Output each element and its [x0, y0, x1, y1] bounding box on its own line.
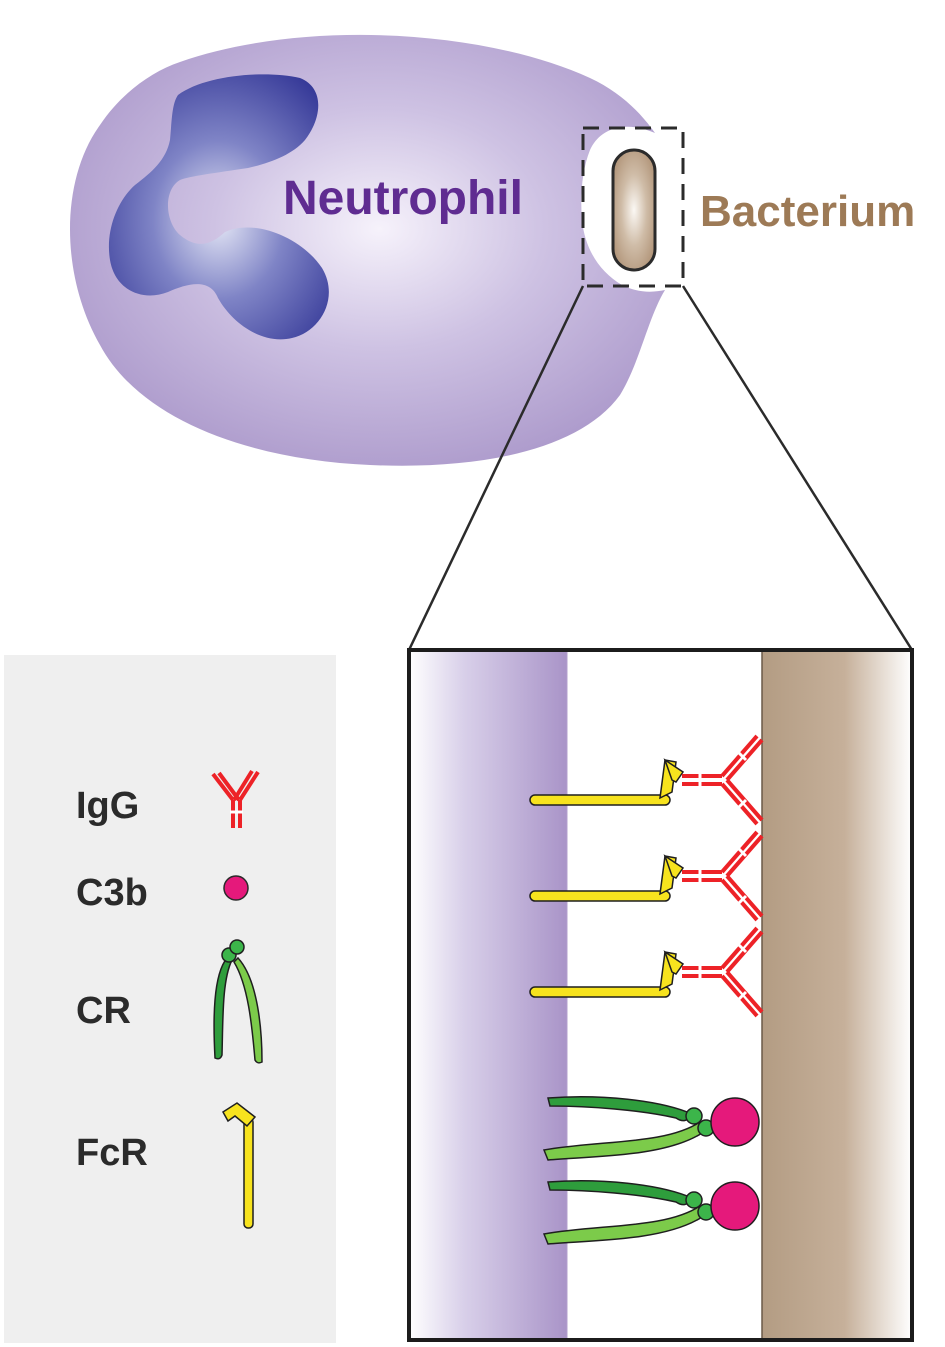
neutrophil-label: Neutrophil — [283, 172, 523, 225]
fcr-stalk — [529, 986, 671, 998]
fcr-stalk — [529, 794, 671, 806]
fcr-head-tip — [663, 758, 685, 783]
cr-joint — [685, 1191, 703, 1209]
fcr-igg-complexes — [529, 734, 764, 1018]
bacterium-surface — [762, 650, 912, 1340]
fcr-head-tip — [663, 950, 685, 975]
igg-antibody — [682, 830, 764, 922]
legend-label-c3b: C3b — [76, 872, 148, 914]
cr-arm-upper — [547, 1096, 694, 1122]
fcr-igg-complex — [529, 830, 764, 922]
cr-c3b-complex — [542, 1096, 760, 1161]
zoom-line-left — [407, 285, 585, 651]
fcr-head-tip — [663, 854, 685, 879]
legend-fcr-icon — [222, 1102, 257, 1229]
c3b-molecule — [710, 1097, 760, 1147]
legend-cr-icon — [213, 939, 263, 1064]
igg-antibody — [682, 926, 764, 1018]
cr-arm-upper — [547, 1180, 694, 1206]
c3b-molecule — [710, 1181, 760, 1231]
cr-joint — [685, 1107, 703, 1125]
bacterium-cell — [611, 148, 657, 272]
cr-c3b-complexes — [542, 1096, 760, 1245]
legend-c3b-icon — [223, 875, 249, 901]
legend-panel: IgG C3b CR FcR — [4, 655, 336, 1343]
igg-antibody — [682, 734, 764, 826]
cr-c3b-complex — [542, 1180, 760, 1245]
neutrophil-nucleus — [108, 74, 329, 340]
fcr-igg-complex — [529, 734, 764, 826]
legend-label-fcr: FcR — [76, 1132, 148, 1174]
legend-label-igg: IgG — [76, 785, 139, 827]
zoom-line-right — [681, 285, 914, 651]
zoom-panel — [407, 648, 914, 1342]
fcr-igg-complex — [529, 926, 764, 1018]
bacterium-label: Bacterium — [700, 187, 915, 236]
legend-igg-icon — [211, 769, 260, 828]
legend-label-cr: CR — [76, 990, 131, 1032]
fcr-stalk — [529, 890, 671, 902]
